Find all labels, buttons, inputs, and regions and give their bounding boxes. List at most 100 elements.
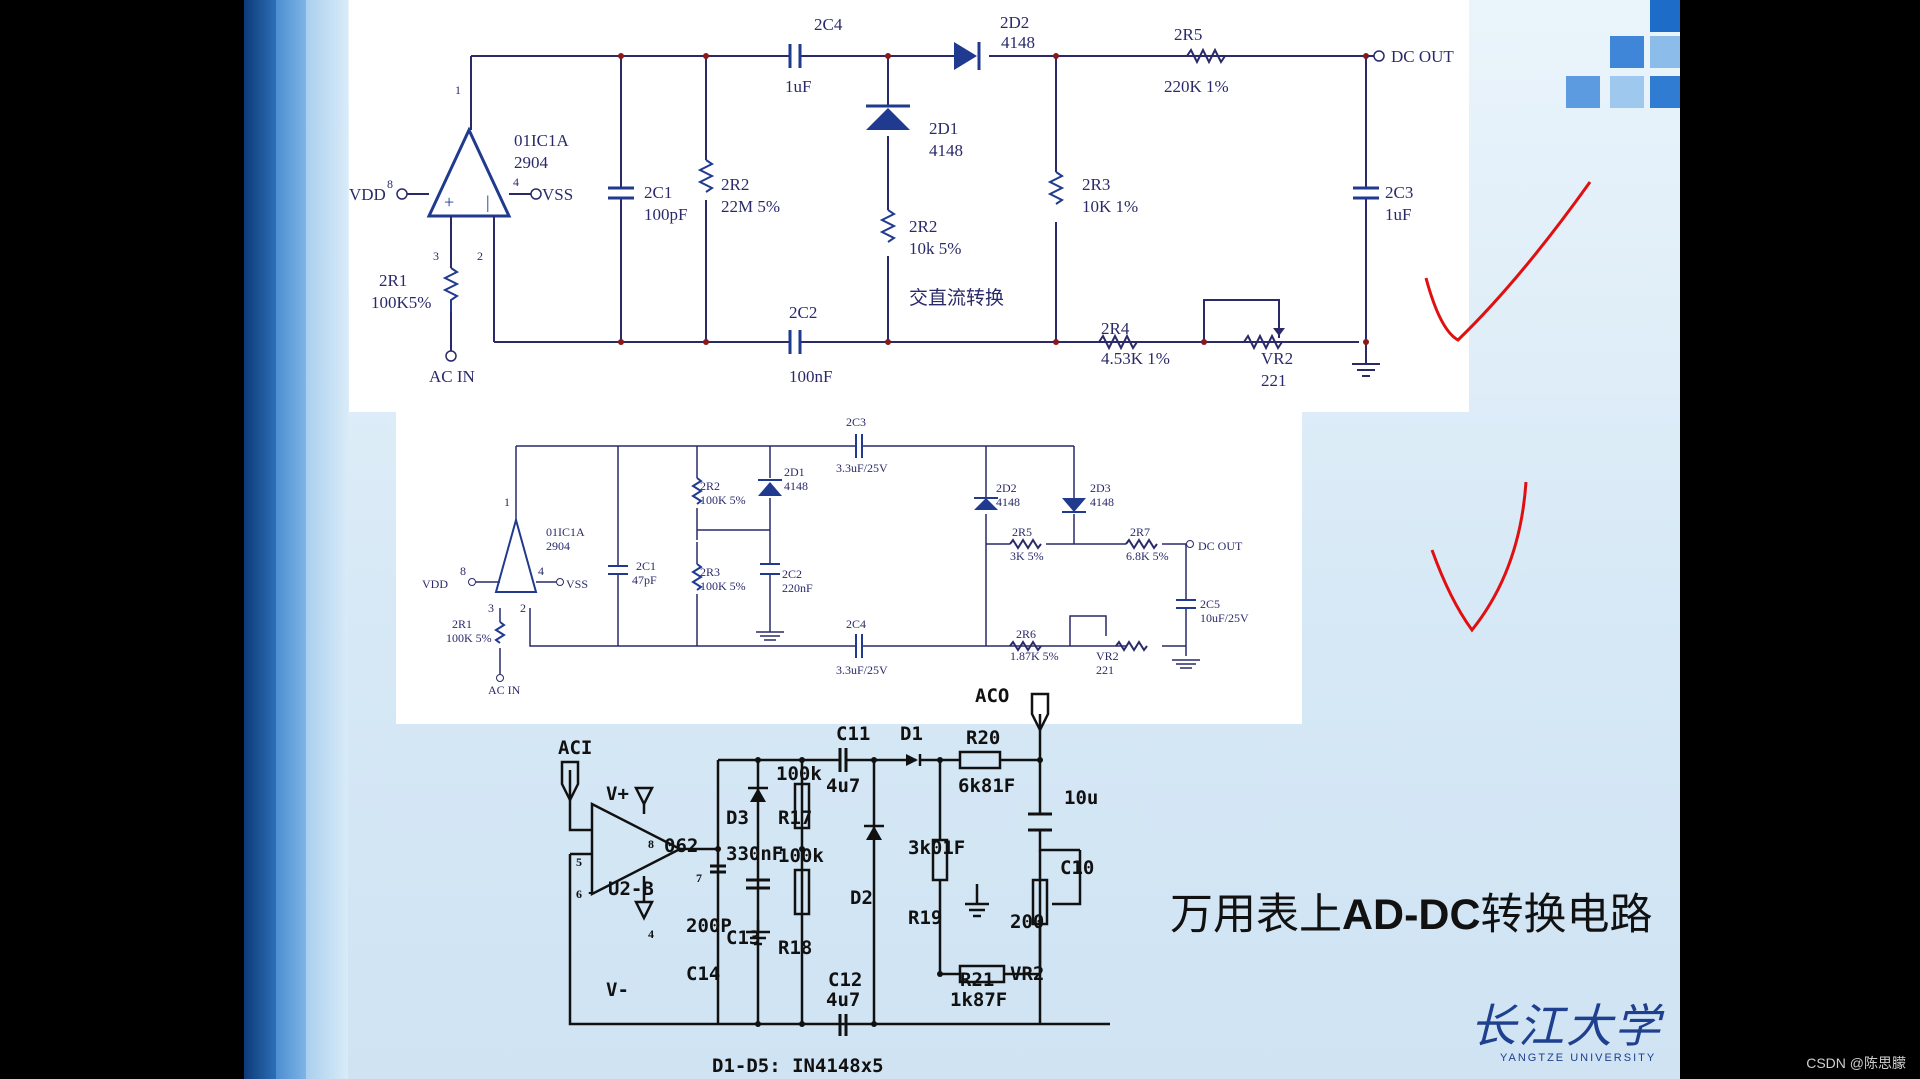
c3-value-c13: 330nF — [726, 843, 783, 865]
c3-value-vr2: 200 — [1010, 911, 1044, 933]
c2-label-ac-in: AC IN — [488, 683, 521, 697]
pin-8: 8 — [387, 177, 393, 191]
label-r5: 2R5 — [1174, 25, 1202, 44]
c2-label-c5: 2C5 — [1200, 597, 1220, 611]
value-d1: 4148 — [929, 141, 963, 160]
c3-label-c14: C14 — [686, 963, 720, 985]
title-suffix: 转换电路 — [1480, 890, 1653, 940]
pin-1: 1 — [455, 83, 461, 97]
label-dc-out: DC OUT — [1391, 47, 1454, 66]
check-mark-icon — [1430, 481, 1528, 633]
title-bold: AD-DC — [1342, 891, 1481, 939]
c2-label-c4: 2C4 — [846, 617, 866, 631]
c2-value-vr2: 221 — [1096, 663, 1114, 677]
value-c3: 1uF — [1385, 205, 1411, 224]
circuit2-diodes — [758, 482, 1086, 512]
value-r3: 10K 1% — [1082, 197, 1138, 216]
c2-value-r3: 100K 5% — [700, 579, 746, 593]
c2-value-r5: 3K 5% — [1010, 549, 1044, 563]
value-c4: 1uF — [785, 77, 811, 96]
corner-square — [1610, 76, 1644, 108]
resistor-symbols — [442, 47, 1283, 351]
c3-pin-7: 7 — [696, 871, 702, 885]
c3-value-r18: 100k — [778, 845, 824, 867]
c2-label-vss: VSS — [566, 577, 588, 591]
c2-label-c2: 2C2 — [782, 567, 802, 581]
svg-text:+: + — [444, 192, 454, 212]
c2-value-c2: 220nF — [782, 581, 813, 595]
c2-value-d3: 4148 — [1090, 495, 1114, 509]
c2-label-vdd: VDD — [422, 577, 448, 591]
c2-pin-2: 2 — [520, 601, 526, 615]
c2-label-d1: 2D1 — [784, 465, 805, 479]
c2-pin-4: 4 — [538, 564, 544, 578]
value-r2a: 22M 5% — [721, 197, 780, 216]
title-prefix: 万用表上 — [1170, 890, 1342, 940]
c2-value-d2: 4148 — [996, 495, 1020, 509]
schematic-1-background — [349, 0, 1469, 412]
pin-4: 4 — [513, 175, 519, 189]
c2-label-d2: 2D2 — [996, 481, 1017, 495]
c2-value-r2: 100K 5% — [700, 493, 746, 507]
value-r5: 220K 1% — [1164, 77, 1229, 96]
label-vdd: VDD — [349, 185, 386, 204]
c2-pin-1: 1 — [504, 495, 510, 509]
label-c4: 2C4 — [814, 15, 843, 34]
value-r1: 100K5% — [371, 293, 431, 312]
label-ic: 01IC1A — [514, 131, 570, 150]
c3-value-r20: 6k81F — [958, 775, 1015, 797]
value-c2: 100nF — [789, 367, 832, 386]
c2-label-c3: 2C3 — [846, 415, 866, 429]
c3-label-vr2: VR2 — [1010, 963, 1044, 985]
c3-label-d1: D1 — [900, 723, 923, 745]
c3-label-c13: C13 — [726, 927, 760, 949]
c2-label-d3: 2D3 — [1090, 481, 1111, 495]
c3-label-aco: ACO — [975, 685, 1009, 707]
c2-label-c1: 2C1 — [636, 559, 656, 573]
corner-square — [1650, 0, 1680, 32]
c2-label-r5: 2R5 — [1012, 525, 1032, 539]
c2-value-c4: 3.3uF/25V — [836, 663, 888, 677]
label-c1: 2C1 — [644, 183, 672, 202]
corner-square — [1610, 36, 1644, 68]
c2-label-vr2: VR2 — [1096, 649, 1119, 663]
stripe-dark — [244, 0, 276, 1079]
watermark: CSDN @陈思朦 — [1806, 1055, 1906, 1071]
corner-square — [1650, 36, 1680, 68]
c3-label-aci: ACI — [558, 737, 592, 759]
c3-value-r17: 100k — [776, 763, 822, 785]
diode-2d1 — [866, 104, 910, 130]
label-ac-in: AC IN — [429, 367, 475, 386]
corner-square — [1650, 76, 1680, 108]
corner-square — [1566, 76, 1600, 108]
svg-text:|: | — [486, 192, 490, 212]
c3-pin-5: 5 — [576, 855, 582, 869]
c2-value-d1: 4148 — [784, 479, 808, 493]
c3-value-r19: 3k01F — [908, 837, 965, 859]
schematic-2-background — [396, 412, 1302, 724]
circuit-3-schematic: ACI ACO V+ V- U2-B 062 5 6 7 8 4 C11 4u7… — [558, 685, 1110, 1077]
pin-2: 2 — [477, 249, 483, 263]
c2-value-r6: 1.87K 5% — [1010, 649, 1059, 663]
c3-label-r19: R19 — [908, 907, 942, 929]
label-ic-part: 2904 — [514, 153, 549, 172]
c2-value-c1: 47pF — [632, 573, 657, 587]
label-vss: VSS — [542, 185, 573, 204]
c3-label-d3: D3 — [726, 807, 749, 829]
value-d2: 4148 — [1001, 33, 1035, 52]
c3-footer: D1-D5: IN4148x5 — [712, 1055, 884, 1077]
label-r1: 2R1 — [379, 271, 407, 290]
label-c3: 2C3 — [1385, 183, 1413, 202]
circuit-1-schematic: + | — [349, 0, 1469, 412]
opamp-symbol: + | — [426, 126, 512, 218]
value-c1: 100pF — [644, 205, 687, 224]
value-vr2: 221 — [1261, 371, 1287, 390]
label-r4: 2R4 — [1101, 319, 1130, 338]
c3-value-c11: 4u7 — [826, 775, 860, 797]
label-vr2: VR2 — [1261, 349, 1293, 368]
circuit2-passives — [494, 434, 1196, 658]
c2-pin-3: 3 — [488, 601, 494, 615]
c2-label-r6: 2R6 — [1016, 627, 1036, 641]
value-r2b: 10k 5% — [909, 239, 961, 258]
